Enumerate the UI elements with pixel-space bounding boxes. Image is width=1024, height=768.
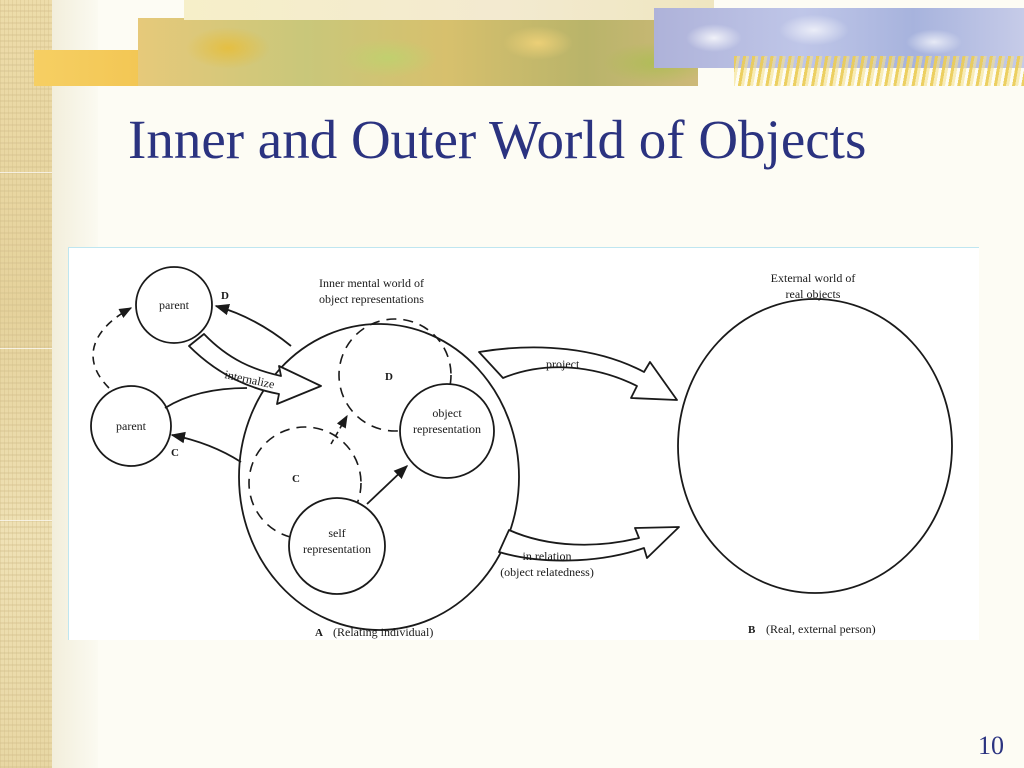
object-representation-line2: representation (413, 422, 481, 436)
in-relation-line2: (object relatedness) (500, 565, 594, 579)
decorative-left-strip (0, 0, 52, 768)
slide-title: Inner and Outer World of Objects (128, 109, 867, 170)
external-world-label-line1: External world of (771, 271, 856, 285)
arrow-to-parent-d (214, 304, 292, 347)
in-relation-arrow (498, 526, 680, 562)
arrow-to-parent-c (170, 431, 242, 463)
caption-a-text: (Relating individual) (333, 625, 433, 639)
label-c-inner: C (292, 473, 300, 485)
self-representation-circle (288, 497, 386, 595)
object-representation-circle (399, 383, 495, 479)
project-label: project (546, 357, 580, 371)
object-relations-diagram: Inner mental world of object representat… (68, 247, 979, 640)
parent-circle-left (90, 385, 172, 467)
dashed-arrow-c-to-d (330, 414, 348, 445)
inner-world-label-line1: Inner mental world of (319, 276, 424, 290)
external-world-label-line2: real objects (786, 287, 841, 301)
parent-circle-top (135, 266, 213, 344)
object-representation-line1: object (432, 406, 462, 420)
inner-world-circle (238, 323, 520, 631)
arrow-self-to-object (366, 465, 409, 505)
decorative-banner (34, 0, 1024, 86)
inner-world-label-line2: object representations (319, 292, 424, 306)
internalize-arrow (188, 333, 322, 405)
dashed-arc-parents (92, 307, 133, 389)
external-world-circle (677, 298, 953, 594)
in-relation-line1: in relation (523, 549, 572, 563)
caption-b-text: (Real, external person) (766, 622, 876, 636)
parent-top-label: parent (159, 298, 190, 312)
project-arrow (478, 346, 678, 401)
inner-world-arrow (164, 387, 248, 409)
label-c-outer: C (171, 447, 179, 459)
label-d-outer: D (221, 290, 229, 302)
self-representation-line2: representation (303, 542, 371, 556)
caption-a-letter: A (315, 627, 323, 639)
label-d-inner: D (385, 371, 393, 383)
page-number: 10 (978, 731, 1004, 760)
self-representation-line1: self (328, 526, 345, 540)
dashed-circle-d (338, 318, 452, 432)
parent-left-label: parent (116, 419, 147, 433)
caption-b-letter: B (748, 624, 756, 636)
